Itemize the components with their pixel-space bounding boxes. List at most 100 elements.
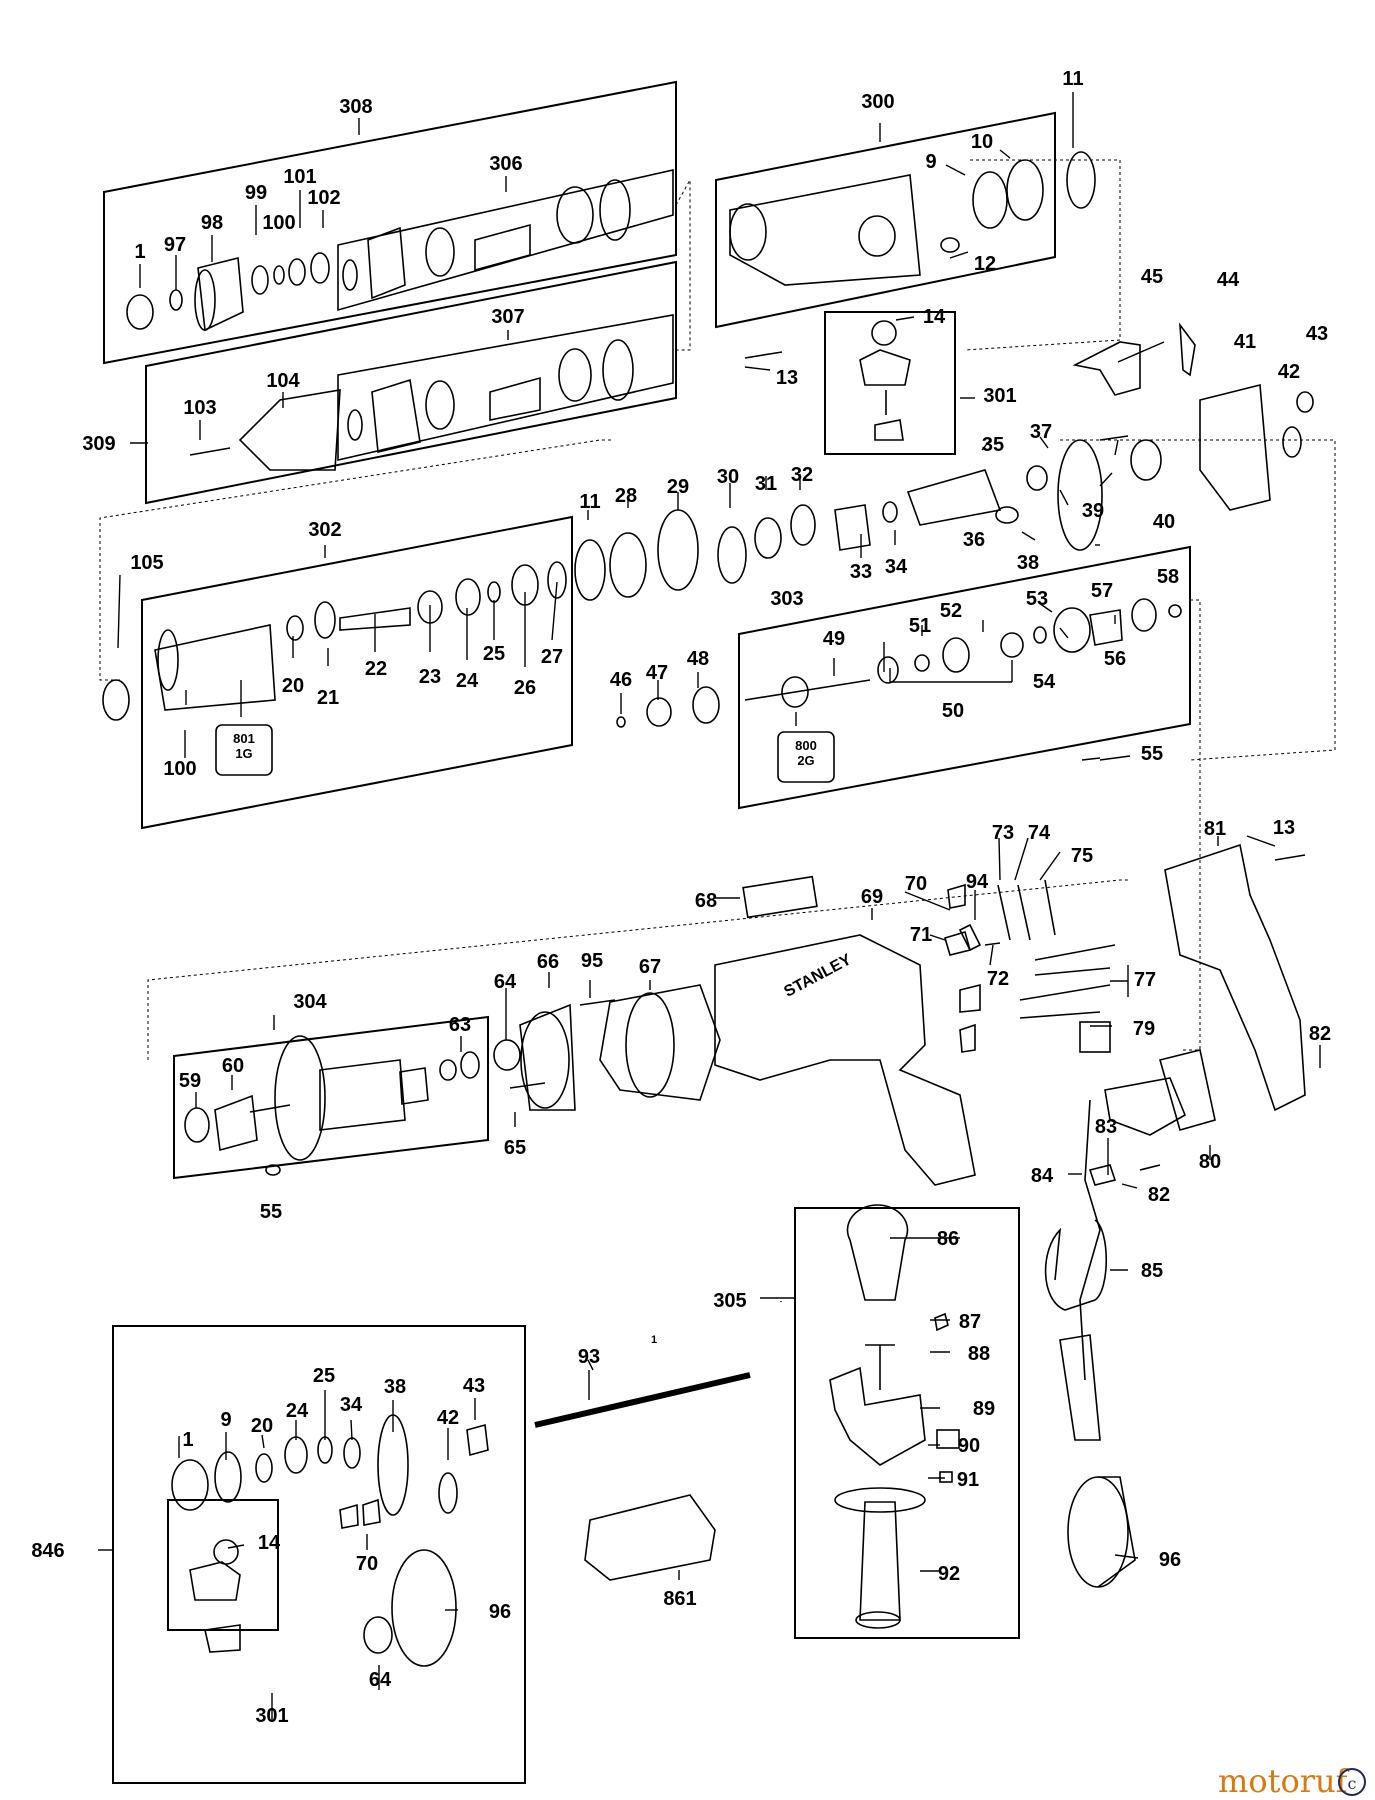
tag-800: 800 bbox=[795, 738, 817, 753]
tag-1g: 1G bbox=[235, 746, 252, 761]
assembly-box-303 bbox=[738, 545, 1191, 810]
label-35: 35 bbox=[982, 434, 1004, 456]
label-301-kit: 301 bbox=[255, 1705, 288, 1727]
label-9: 9 bbox=[925, 151, 936, 173]
label-67: 67 bbox=[639, 956, 661, 978]
tool-brand-text: STANLEY bbox=[781, 951, 854, 1001]
label-33: 33 bbox=[850, 561, 872, 583]
label-49: 49 bbox=[823, 628, 845, 650]
label-70-kit: 70 bbox=[356, 1553, 378, 1575]
label-34-kit: 34 bbox=[340, 1394, 363, 1416]
label-9-kit: 9 bbox=[220, 1409, 231, 1431]
label-41: 41 bbox=[1234, 331, 1256, 353]
assembly-box-304 bbox=[173, 1015, 489, 1180]
label-99: 99 bbox=[245, 182, 267, 204]
tag-2g: 2G bbox=[797, 753, 814, 768]
label-43-kit: 43 bbox=[463, 1375, 485, 1397]
label-303: 303 bbox=[770, 588, 803, 610]
label-37: 37 bbox=[1030, 421, 1052, 443]
label-88: 88 bbox=[968, 1343, 990, 1365]
label-51: 51 bbox=[909, 615, 931, 637]
guide-lines bbox=[99, 159, 1336, 1060]
label-30: 30 bbox=[717, 466, 739, 488]
label-309: 309 bbox=[82, 433, 115, 455]
label-103: 103 bbox=[183, 397, 216, 419]
label-11-top: 11 bbox=[1062, 68, 1083, 90]
label-846: 846 bbox=[31, 1540, 64, 1562]
label-90: 90 bbox=[958, 1435, 980, 1457]
label-100: 100 bbox=[262, 212, 295, 234]
label-53: 53 bbox=[1026, 588, 1048, 610]
label-73: 73 bbox=[992, 822, 1014, 844]
label-66: 66 bbox=[537, 951, 559, 973]
label-47: 47 bbox=[646, 662, 668, 684]
watermark-badge-icon bbox=[1338, 1768, 1366, 1796]
label-27: 27 bbox=[541, 646, 563, 668]
label-95: 95 bbox=[581, 950, 603, 972]
label-20-kit: 20 bbox=[251, 1415, 273, 1437]
label-85: 85 bbox=[1141, 1260, 1163, 1282]
label-308: 308 bbox=[339, 96, 372, 118]
label-94: 94 bbox=[966, 871, 989, 893]
assembly-box-302 bbox=[141, 515, 573, 830]
label-11-mid: 11 bbox=[579, 491, 600, 513]
label-52: 52 bbox=[940, 600, 962, 622]
label-75: 75 bbox=[1071, 845, 1093, 867]
label-102: 102 bbox=[307, 187, 340, 209]
label-40: 40 bbox=[1153, 511, 1175, 533]
label-59: 59 bbox=[179, 1070, 201, 1092]
label-93: 93 bbox=[578, 1346, 600, 1368]
label-55-lower: 55 bbox=[260, 1201, 282, 1223]
part-labels: 308 306 1 97 98 99 101 100 102 307 104 1… bbox=[31, 68, 1331, 1727]
label-105: 105 bbox=[130, 552, 163, 574]
watermark-text: motoruf bbox=[1218, 1762, 1350, 1800]
assembly-box-308 bbox=[103, 80, 677, 365]
label-92: 92 bbox=[938, 1563, 960, 1585]
label-54: 54 bbox=[1033, 671, 1056, 693]
label-1-case: 1 bbox=[651, 1334, 657, 1346]
label-104: 104 bbox=[266, 370, 300, 392]
label-22: 22 bbox=[365, 658, 387, 680]
label-306: 306 bbox=[489, 153, 522, 175]
label-79: 79 bbox=[1133, 1018, 1155, 1040]
label-38-top: 38 bbox=[1017, 552, 1039, 574]
assembly-box-301 bbox=[824, 311, 956, 455]
label-34-mid: 34 bbox=[885, 556, 908, 578]
assembly-box-305 bbox=[794, 1207, 1020, 1639]
label-31: 31 bbox=[755, 473, 777, 495]
label-861: 861 bbox=[663, 1588, 696, 1610]
label-1: 1 bbox=[134, 241, 145, 263]
label-13-right: 13 bbox=[1273, 817, 1295, 839]
label-38-kit: 38 bbox=[384, 1376, 406, 1398]
label-26: 26 bbox=[514, 677, 536, 699]
label-14-kit: 14 bbox=[258, 1532, 281, 1554]
label-42-top: 42 bbox=[1278, 361, 1300, 383]
label-23: 23 bbox=[419, 666, 441, 688]
label-39: 39 bbox=[1082, 500, 1104, 522]
label-74: 74 bbox=[1028, 822, 1051, 844]
label-58: 58 bbox=[1157, 566, 1179, 588]
label-97: 97 bbox=[164, 234, 186, 256]
label-84: 84 bbox=[1031, 1165, 1054, 1187]
label-300: 300 bbox=[861, 91, 894, 113]
label-55-top: 55 bbox=[1141, 743, 1163, 765]
label-50: 50 bbox=[942, 700, 964, 722]
assembly-box-301-kit bbox=[167, 1499, 279, 1631]
label-96-right: 96 bbox=[1159, 1549, 1181, 1571]
label-83: 83 bbox=[1095, 1116, 1117, 1138]
label-65: 65 bbox=[504, 1137, 526, 1159]
label-301-top: 301 bbox=[983, 385, 1016, 407]
label-100-lower: 100 bbox=[163, 758, 196, 780]
label-57: 57 bbox=[1091, 580, 1113, 602]
label-48: 48 bbox=[687, 648, 709, 670]
assembly-box-306 bbox=[337, 169, 674, 312]
label-21: 21 bbox=[317, 687, 339, 709]
label-305: 305 bbox=[713, 1290, 746, 1312]
assembly-box-309 bbox=[145, 260, 677, 505]
label-77: 77 bbox=[1134, 969, 1156, 991]
label-13-top: 13 bbox=[776, 367, 798, 389]
label-45: 45 bbox=[1141, 266, 1163, 288]
label-82-lower: 82 bbox=[1148, 1184, 1170, 1206]
assembly-box-846 bbox=[112, 1325, 526, 1784]
